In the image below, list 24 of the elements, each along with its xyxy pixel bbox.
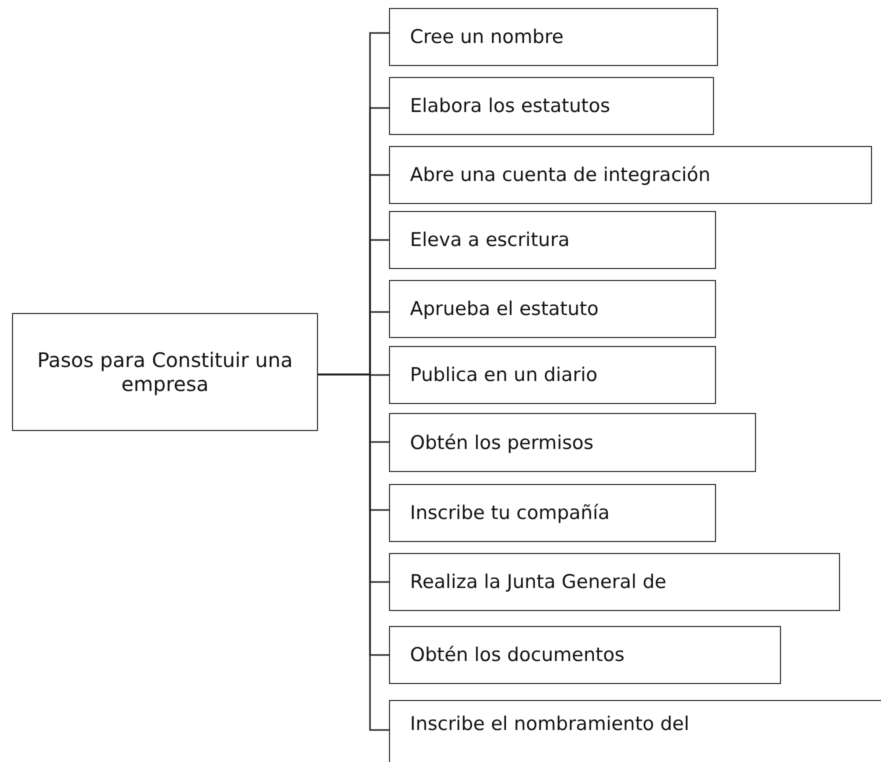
step-text: Realiza la Junta General de <box>409 571 666 593</box>
step-text: Elabora los estatutos <box>409 95 610 117</box>
step-box <box>389 484 716 542</box>
step-box <box>389 280 716 338</box>
step-box <box>389 146 872 204</box>
step-text: Inscribe el nombramiento del <box>409 713 690 735</box>
step-text: Obtén los permisos <box>409 432 594 454</box>
step-text: Abre una cuenta de integración <box>409 164 710 186</box>
step-box <box>389 413 756 472</box>
step-box <box>389 77 714 135</box>
step-box <box>389 346 716 404</box>
step-text: Eleva a escritura <box>409 229 570 251</box>
step-text: Obtén los documentos <box>409 644 624 666</box>
step-text: Cree un nombre <box>409 26 564 48</box>
topic-text: Pasos para Constituir una empresa <box>36 348 294 396</box>
topic-box <box>12 313 318 431</box>
step-text: Publica en un diario <box>409 364 598 386</box>
step-box <box>389 553 840 611</box>
step-box <box>389 211 716 269</box>
step-box <box>389 626 781 684</box>
step-text: Inscribe tu compañía <box>409 502 610 524</box>
step-box <box>389 700 881 762</box>
step-text: Aprueba el estatuto <box>409 298 599 320</box>
step-box <box>389 8 718 66</box>
